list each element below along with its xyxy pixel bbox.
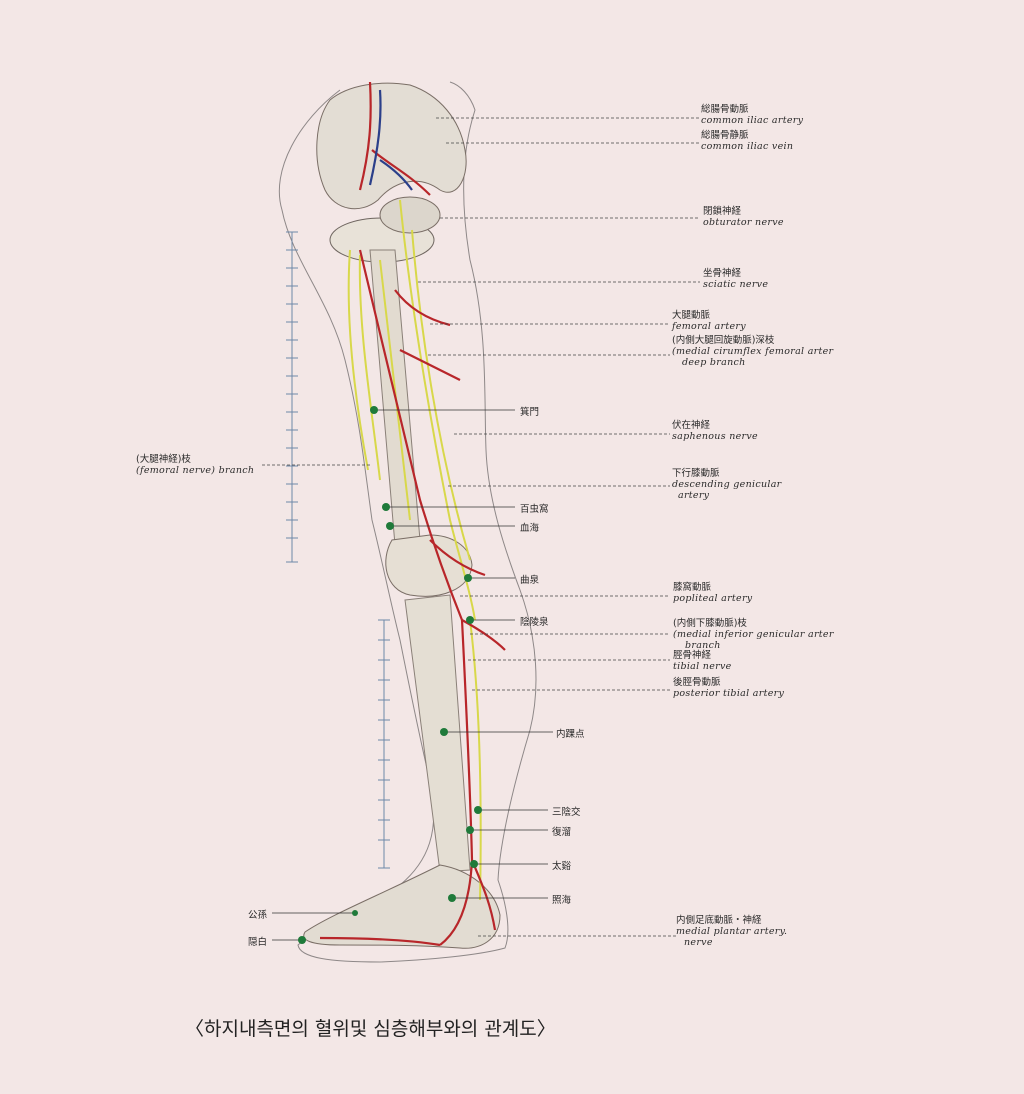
pelvis-bone [316,82,467,210]
tibia [404,594,471,873]
label-femoral-nerve-branch: (大腿神経)枝 (femoral nerve) branch [136,454,255,476]
foot-bones [303,864,501,949]
label-tibial-nerve: 脛骨神経 tibial nerve [673,650,732,672]
knee-joint [385,534,473,597]
leader-lines [262,117,700,937]
label-saphenous-nerve: 伏在神経 saphenous nerve [672,420,758,442]
point-yinbai: 隠白 [248,937,268,948]
label-sciatic-nerve: 坐骨神経 sciatic nerve [703,268,769,290]
point-gongsun: 公孫 [248,910,268,921]
label-femoral-artery: 大腿動脈 femoral artery [672,310,746,332]
label-common-iliac-artery: 総腸骨動脈 common iliac artery [701,104,804,126]
label-medial-inferior-genicular: (内側下膝動脈)枝 (medial inferior genicular art… [673,618,834,651]
label-descending-genicular: 下行膝動脈 descending genicular artery [672,468,782,501]
point-fuliu: 復溜 [552,827,572,838]
point-taixi: 太谿 [552,861,572,872]
acupoint-dots [298,406,482,944]
arteries [319,81,506,947]
scale-leg [378,619,390,869]
label-posterior-tibial: 後脛骨動脈 posterior tibial artery [673,677,785,699]
point-baichongwo: 百虫窩 [520,504,549,515]
label-medial-plantar: 内側足底動脈・神経 medial plantar artery. nerve [676,915,788,948]
point-lines [272,409,553,941]
point-jimen: 箕門 [520,407,540,418]
label-popliteal-artery: 膝窩動脈 popliteal artery [673,582,753,604]
ischium [379,196,441,234]
scale-thigh [286,231,298,563]
point-yinlingquan: 陰陵泉 [520,617,549,628]
leg-outline [278,81,537,963]
figure-caption: 〈하지내측면의 혈위및 심층해부와의 관계도〉 [185,1018,556,1040]
point-neihuaidian: 内踝点 [556,729,585,740]
point-zhaohai: 照海 [552,895,572,906]
label-obturator-nerve: 閉鎖神経 obturator nerve [703,206,784,228]
point-sanyinjiao: 三陰交 [552,807,581,818]
point-xuehai: 血海 [520,523,540,534]
veins [368,89,413,191]
label-medial-circumflex: (内側大腿回旋動脈)深枝 (medial cirumflex femoral a… [672,335,834,368]
point-ququan: 曲泉 [520,575,540,586]
label-common-iliac-vein: 総腸骨静脈 common iliac vein [701,130,794,152]
